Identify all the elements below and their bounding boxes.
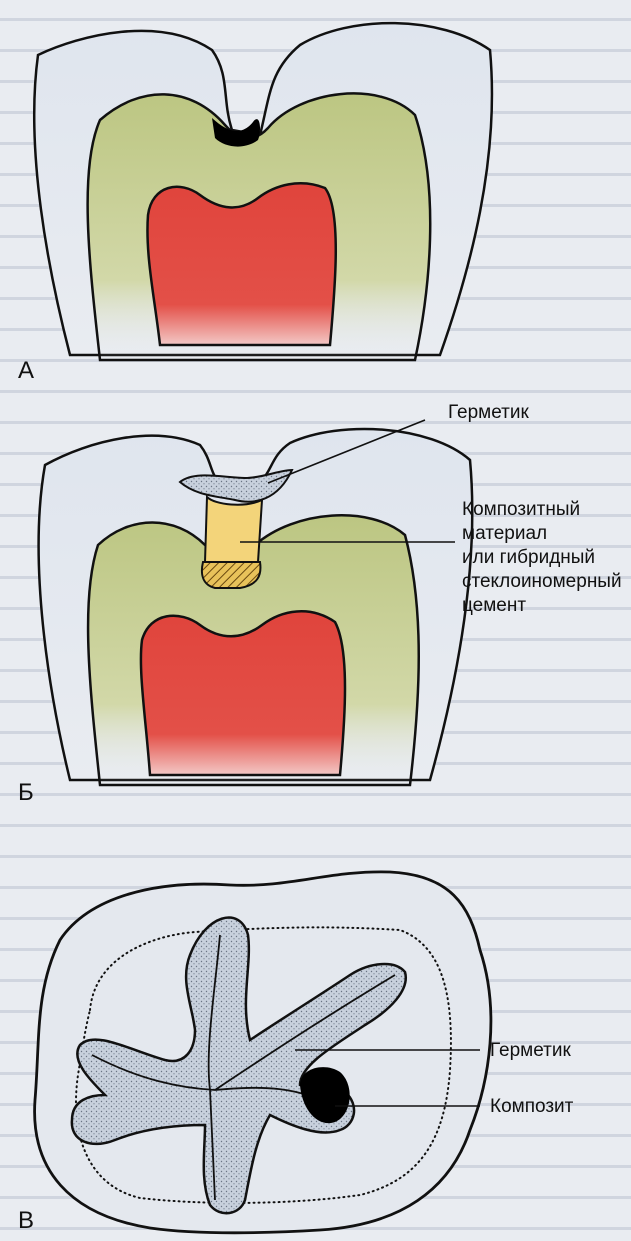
panel-b-composite-line-4: стеклоиномерный <box>462 571 622 592</box>
panel-c-composite-label: Композит <box>490 1096 574 1117</box>
panel-b: Герметик Композитный материал или гибрид… <box>18 402 622 806</box>
panel-b-composite <box>205 497 262 562</box>
panel-b-composite-line-5: цемент <box>462 595 526 616</box>
panel-c-sealant-label: Герметик <box>490 1040 571 1061</box>
panel-b-sealant-label: Герметик <box>448 402 529 423</box>
panel-a-label: А <box>18 357 34 384</box>
panel-b-pulp <box>141 611 345 775</box>
panel-b-composite-line-2: материал <box>462 523 547 544</box>
panel-b-liner <box>202 562 261 588</box>
panel-c: Герметик Композит В <box>18 872 574 1234</box>
panel-b-composite-line-3: или гибридный <box>462 547 595 568</box>
panel-b-composite-line-1: Композитный <box>462 499 580 520</box>
panel-b-label: Б <box>18 779 34 806</box>
panel-a-pulp <box>147 183 335 345</box>
panel-a: А <box>18 23 492 384</box>
panel-c-label: В <box>18 1207 34 1234</box>
